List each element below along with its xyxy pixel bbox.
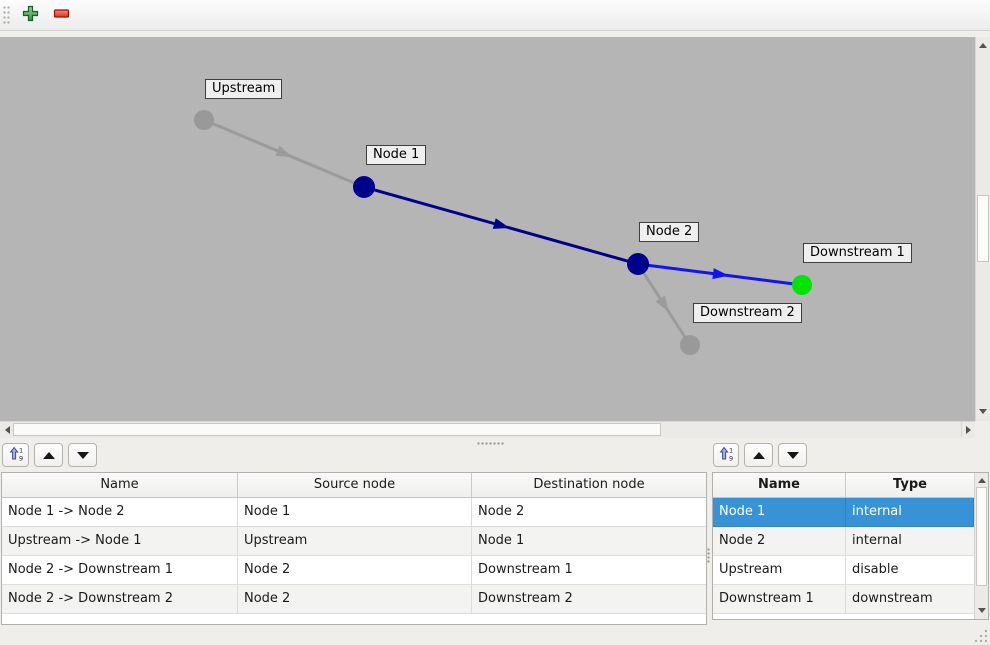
cell: Upstream	[713, 556, 846, 584]
cell: Node 2	[478, 504, 525, 519]
svg-text:9: 9	[729, 454, 733, 461]
cell: Node 1 -> Node 2	[2, 498, 238, 526]
cell: Node 2 -> Downstream 2	[2, 585, 238, 613]
graph-node-circle[interactable]	[194, 110, 214, 130]
scroll-left-arrow-icon[interactable]	[1, 422, 13, 437]
window-resize-grip[interactable]	[974, 629, 988, 643]
down-arrow-icon	[76, 451, 89, 459]
nodes-table-vertical-scrollbar[interactable]	[974, 473, 988, 619]
canvas-hscroll-thumb[interactable]	[13, 423, 661, 436]
nodes-table-row[interactable]: Downstream 1 downstream	[713, 585, 974, 614]
edge-arrow-icon	[492, 218, 510, 229]
nodes-table-vscroll-thumb[interactable]	[976, 487, 987, 586]
cell: Node 1	[713, 498, 846, 526]
cell: Upstream -> Node 1	[2, 527, 238, 555]
scroll-down-arrow-icon[interactable]	[976, 405, 990, 417]
cell: internal	[846, 498, 974, 526]
edges-move-up-button[interactable]	[34, 443, 63, 467]
column-header-type[interactable]: Type	[893, 477, 927, 492]
graph-node-label[interactable]: Downstream 2	[693, 303, 802, 323]
canvas-horizontal-scrollbar[interactable]	[0, 421, 975, 438]
minus-icon	[53, 5, 70, 26]
cell: Node 1	[238, 498, 472, 526]
up-arrow-icon	[42, 451, 55, 459]
cell: Downstream 1	[713, 585, 846, 613]
main-toolbar	[0, 0, 990, 31]
edges-table: Name Source node Destination node Node 1…	[1, 472, 707, 625]
scroll-down-arrow-icon[interactable]	[975, 605, 988, 616]
graph-node-circle[interactable]	[353, 176, 375, 198]
plus-icon	[22, 5, 39, 26]
scroll-up-arrow-icon[interactable]	[976, 39, 990, 51]
graph-node-label[interactable]: Node 1	[366, 145, 427, 165]
edges-move-down-button[interactable]	[68, 443, 97, 467]
edge-arrow-icon	[712, 268, 729, 280]
nodes-table-row[interactable]: Upstream disable	[713, 556, 974, 585]
cell: Node 2	[238, 556, 472, 584]
cell: disable	[852, 562, 899, 577]
toolbar-grip[interactable]	[3, 6, 11, 26]
horizontal-splitter-handle[interactable]	[477, 442, 505, 446]
canvas-vscroll-thumb[interactable]	[977, 195, 989, 262]
column-header-name[interactable]: Name	[713, 473, 846, 497]
nodes-table-row[interactable]: Node 2 internal	[713, 527, 974, 556]
edges-sort-button[interactable]: 1 9	[2, 443, 29, 467]
column-header-source-node[interactable]: Source node	[238, 473, 472, 497]
sort-ascending-icon: 1 9	[718, 445, 734, 466]
column-header-name[interactable]: Name	[2, 473, 238, 497]
cell: downstream	[852, 591, 933, 606]
nodes-move-down-button[interactable]	[778, 443, 807, 467]
cell: Node 2 -> Downstream 1	[2, 556, 238, 584]
cell: Upstream	[238, 527, 472, 555]
nodes-sort-button[interactable]: 1 9	[713, 443, 739, 467]
cell: Node 2	[238, 585, 472, 613]
scroll-right-arrow-icon[interactable]	[961, 422, 974, 437]
svg-text:9: 9	[19, 454, 23, 461]
scroll-up-arrow-icon[interactable]	[975, 475, 988, 486]
graph-node-circle[interactable]	[680, 335, 700, 355]
cell: Node 2	[713, 527, 846, 555]
vertical-splitter-handle[interactable]	[707, 548, 711, 564]
remove-node-button[interactable]	[48, 3, 74, 27]
edge-arrow-icon	[655, 295, 669, 313]
edges-table-header: Name Source node Destination node	[2, 473, 706, 498]
add-node-button[interactable]	[17, 3, 43, 27]
graph-node-label[interactable]: Downstream 1	[803, 243, 912, 263]
graph-svg	[194, 110, 812, 355]
nodes-move-up-button[interactable]	[744, 443, 773, 467]
cell: internal	[852, 533, 902, 548]
cell: Downstream 2	[478, 591, 573, 606]
down-arrow-icon	[786, 451, 799, 459]
cell: Downstream 1	[478, 562, 573, 577]
graph-node-label[interactable]: Upstream	[205, 79, 283, 99]
svg-text:1: 1	[729, 446, 733, 454]
sort-ascending-icon: 1 9	[8, 445, 24, 466]
svg-text:1: 1	[19, 446, 23, 454]
canvas-vertical-scrollbar[interactable]	[975, 37, 990, 421]
graph-node-label[interactable]: Node 2	[639, 222, 700, 242]
edge-arrow-icon	[275, 145, 293, 157]
nodes-table-header: Name Type	[713, 473, 974, 498]
column-header-destination-node[interactable]: Destination node	[533, 477, 645, 492]
up-arrow-icon	[752, 451, 765, 459]
graph-node-circle[interactable]	[792, 275, 812, 295]
cell: Node 1	[478, 533, 525, 548]
graph-node-circle[interactable]	[627, 253, 649, 275]
